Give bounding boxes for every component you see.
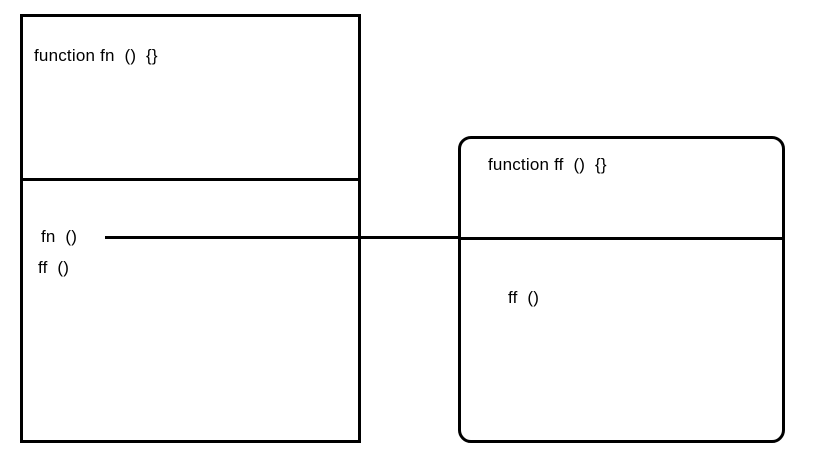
connector-line-fn-to-ff <box>105 236 461 239</box>
function-fn-call-ff-label: ff () <box>38 258 70 277</box>
function-ff-call-ff-label: ff () <box>508 288 540 307</box>
function-fn-box-divider <box>23 178 358 181</box>
function-fn-call-fn-label: fn () <box>41 227 78 246</box>
function-fn-box <box>20 14 361 443</box>
function-ff-signature-label: function ff () {} <box>488 155 607 174</box>
function-ff-box <box>458 136 785 443</box>
function-fn-signature-label: function fn () {} <box>34 46 158 65</box>
function-ff-box-divider <box>461 237 782 240</box>
